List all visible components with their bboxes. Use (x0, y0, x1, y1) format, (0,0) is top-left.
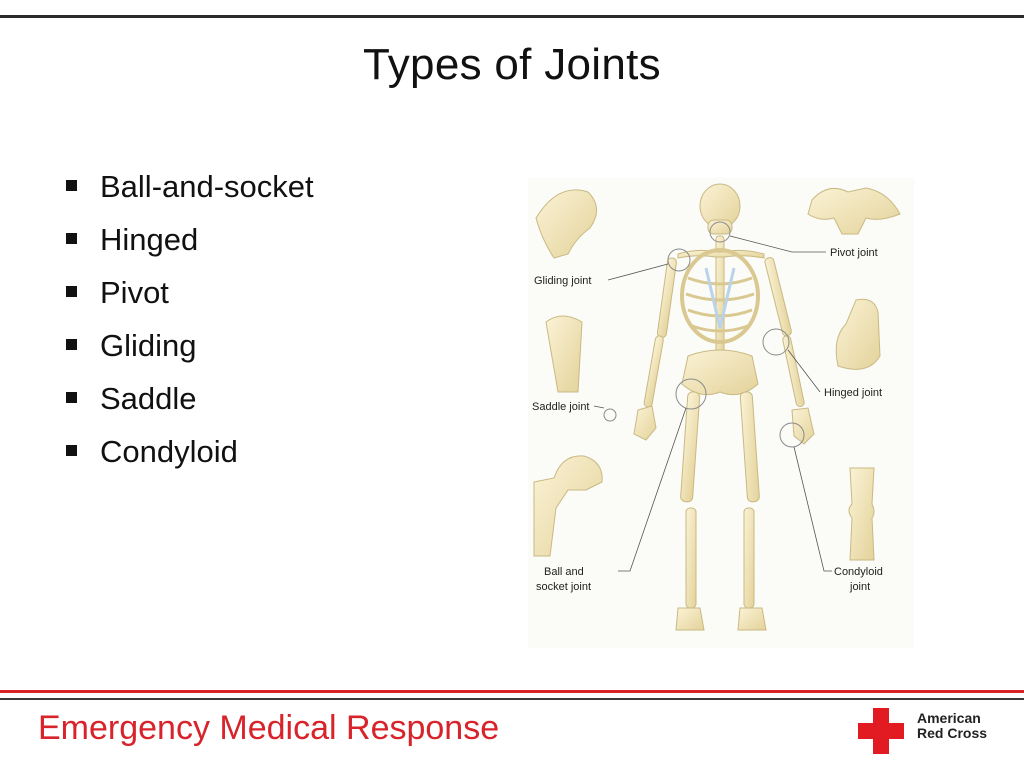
ball-socket-inset (533, 455, 603, 557)
condyloid-joint-label-line2: joint (849, 581, 870, 593)
pivot-joint-label: Pivot joint (830, 247, 878, 259)
bullet-text: Condyloid (100, 434, 238, 469)
left-femur (680, 391, 701, 503)
bullet-text: Ball-and-socket (100, 169, 314, 204)
footer-divider-dark (0, 698, 1024, 700)
square-bullet-icon (66, 286, 77, 297)
pelvis (681, 349, 759, 396)
bullet-text: Hinged (100, 222, 199, 257)
skeleton (633, 183, 815, 631)
right-forearm (782, 335, 805, 408)
saddle-joint-label: Saddle joint (532, 401, 590, 413)
bullet-text: Saddle (100, 381, 197, 416)
saddle-joint-circle (603, 408, 617, 422)
ball-socket-leader (618, 407, 687, 572)
saddle-leader (593, 405, 605, 409)
right-femur (739, 391, 760, 503)
hinged-inset (835, 298, 881, 370)
logo-line-1: American (917, 710, 981, 726)
top-divider (0, 15, 1024, 18)
pivot-joint-circle (709, 221, 731, 243)
pivot-inset (807, 187, 901, 235)
pivot-leader (729, 235, 826, 253)
red-cross-icon (858, 708, 904, 754)
ball-socket-joint-label-line1: Ball and (544, 566, 584, 578)
condyloid-leader (793, 446, 832, 572)
gliding-joint-label: Gliding joint (534, 275, 591, 287)
hinged-joint-label: Hinged joint (824, 387, 882, 399)
gliding-inset (535, 189, 597, 259)
hinged-leader (787, 349, 821, 393)
left-forearm (643, 335, 664, 408)
saddle-inset (545, 315, 583, 393)
left-foot (675, 607, 705, 631)
condyloid-joint-circle (779, 422, 805, 448)
right-hand (791, 407, 815, 445)
square-bullet-icon (66, 392, 77, 403)
slide-title: Types of Joints (363, 40, 661, 89)
gliding-leader (607, 263, 669, 281)
bullet-text: Pivot (100, 275, 169, 310)
red-cross-logo: American Red Cross (858, 708, 1008, 754)
hinged-joint-circle (762, 328, 790, 356)
skeleton-illustration: Gliding joint Pivot joint Saddle joint H… (532, 183, 901, 631)
left-tibia (685, 507, 697, 609)
skeleton-joints-figure: Gliding joint Pivot joint Saddle joint H… (528, 178, 914, 648)
gliding-joint-circle (667, 248, 691, 272)
right-humerus (764, 257, 792, 337)
condyloid-inset (848, 467, 875, 561)
bullet-text: Gliding (100, 328, 197, 363)
rib-cage (680, 248, 760, 344)
right-foot (737, 607, 767, 631)
ball-socket-joint-circle (675, 378, 707, 410)
square-bullet-icon (66, 233, 77, 244)
logo-wordmark: American Red Cross (917, 711, 987, 741)
logo-line-2: Red Cross (917, 725, 988, 741)
ball-socket-joint-label-line2: socket joint (536, 581, 591, 593)
left-hand (633, 405, 657, 441)
footer-divider-red (0, 690, 1024, 693)
footer-course-title: Emergency Medical Response (38, 709, 500, 747)
square-bullet-icon (66, 180, 77, 191)
condyloid-joint-label-line1: Condyloid (834, 566, 883, 578)
right-tibia (743, 507, 755, 609)
square-bullet-icon (66, 339, 77, 350)
square-bullet-icon (66, 445, 77, 456)
